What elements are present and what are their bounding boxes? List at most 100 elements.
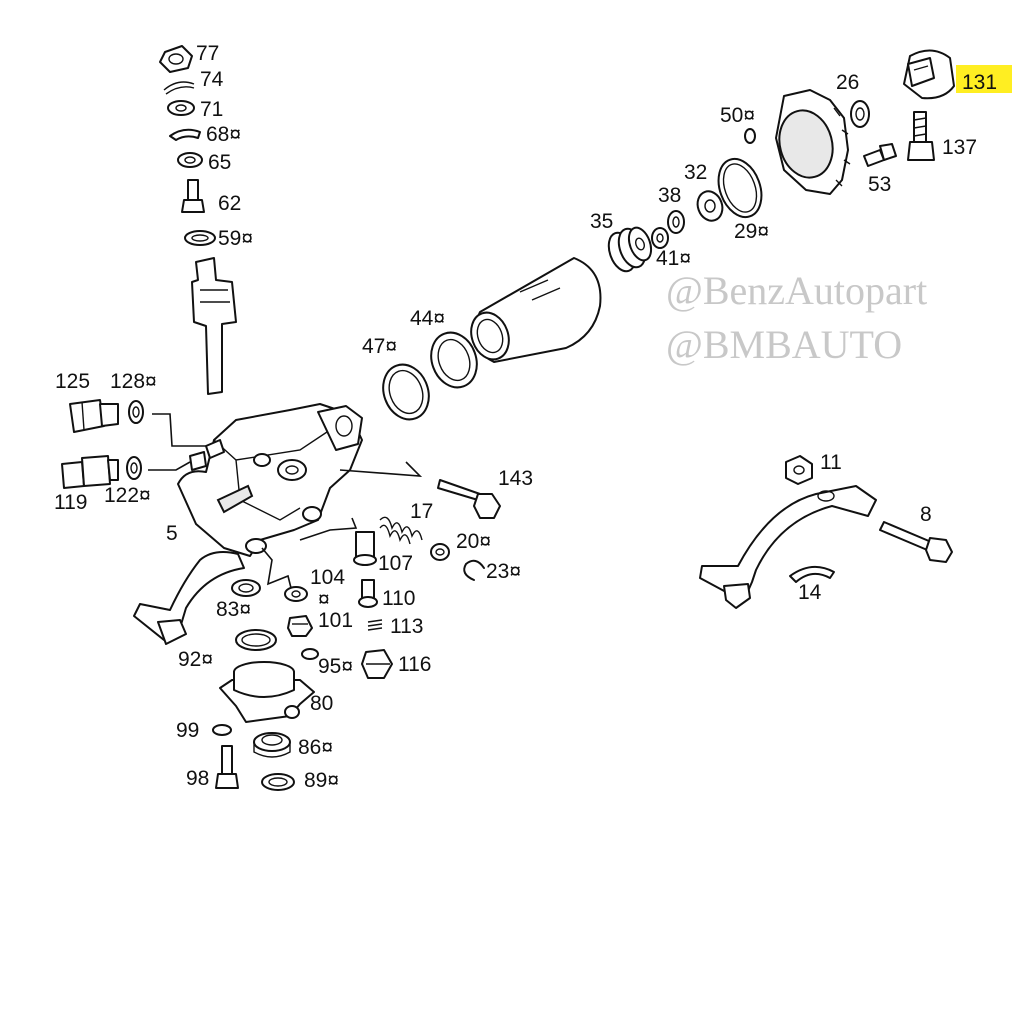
label-122: 122¤	[104, 484, 151, 507]
part-95-washer	[301, 648, 319, 660]
part-80-cover	[219, 661, 315, 723]
label-86: 86¤	[298, 736, 333, 759]
part-119-fitting	[61, 455, 119, 489]
part-128-washer	[128, 400, 144, 424]
label-116: 116	[398, 653, 431, 676]
label-32: 32	[684, 161, 707, 184]
label-17: 17	[410, 500, 433, 523]
label-92: 92¤	[178, 648, 213, 671]
watermark-line-2: @BMBAUTO	[666, 322, 902, 367]
part-53-screw	[863, 143, 897, 167]
label-44: 44¤	[410, 307, 445, 330]
label-71: 71	[200, 98, 223, 121]
part-14-clip	[789, 565, 835, 583]
label-113: 113	[390, 615, 423, 638]
part-38-washer	[667, 210, 685, 234]
label-62: 62	[218, 192, 241, 215]
part-110-screw	[358, 579, 378, 608]
part-44-seal-ring	[430, 331, 478, 389]
label-143: 143	[498, 467, 533, 490]
label-101: 101	[318, 609, 353, 632]
label-83: 83¤	[216, 598, 251, 621]
part-89-ring	[261, 773, 295, 791]
label-35: 35	[590, 210, 613, 233]
label-98: 98	[186, 767, 209, 790]
part-47-seal-ring	[382, 363, 430, 421]
part-137-bolt	[907, 111, 935, 161]
part-65-washer	[177, 152, 203, 168]
highlight-131	[956, 65, 1012, 93]
label-23: 23¤	[486, 560, 521, 583]
part-107-plunger	[353, 531, 377, 566]
label-5: 5	[166, 522, 178, 545]
part-23-circlip	[463, 559, 485, 581]
watermark: @BenzAutopart @BMBAUTO	[666, 268, 927, 367]
label-50: 50¤	[720, 104, 755, 127]
part-143-bolt	[437, 479, 501, 519]
part-71-washer	[167, 100, 195, 116]
housing-body	[177, 403, 363, 557]
part-26-washer	[850, 100, 870, 128]
label-104-mark: ¤	[318, 588, 330, 611]
label-95: 95¤	[318, 655, 353, 678]
part-41-washer	[651, 227, 669, 249]
label-65: 65	[208, 151, 231, 174]
label-119: 119	[54, 491, 87, 514]
part-86-seal	[253, 732, 291, 758]
part-74-ring	[163, 81, 195, 95]
part-cylinder-sleeve	[470, 257, 602, 363]
part-62-bolt	[181, 179, 205, 213]
label-110: 110	[382, 587, 415, 610]
part-98-bolt	[215, 745, 239, 789]
idler-arm	[699, 485, 877, 609]
part-125-fitting	[69, 399, 119, 433]
label-41: 41¤	[656, 247, 691, 270]
label-125: 125	[55, 370, 90, 393]
part-20-ring	[430, 543, 450, 561]
label-89: 89¤	[304, 769, 339, 792]
part-11-nut	[785, 455, 813, 485]
part-29-oring	[717, 157, 763, 219]
label-74: 74	[200, 68, 224, 91]
part-92-oring	[235, 629, 277, 651]
label-29: 29¤	[734, 220, 769, 243]
label-107: 107	[378, 552, 413, 575]
part-59-ring	[184, 230, 216, 246]
label-47: 47¤	[362, 335, 397, 358]
part-50-washer	[744, 128, 756, 144]
part-68-clip	[169, 128, 201, 141]
label-14: 14	[798, 581, 822, 604]
label-59: 59¤	[218, 227, 253, 250]
part-131-cap	[903, 49, 955, 100]
label-53: 53	[868, 173, 891, 196]
label-77: 77	[196, 42, 219, 65]
part-shaft	[191, 257, 237, 395]
watermark-line-1: @BenzAutopart	[666, 268, 927, 313]
part-83-washer	[231, 579, 261, 597]
label-128: 128¤	[110, 370, 157, 393]
part-77-nut	[159, 45, 193, 73]
label-80: 80	[310, 692, 333, 715]
part-99-washer	[212, 724, 232, 736]
label-26: 26	[836, 71, 859, 94]
label-38: 38	[658, 184, 681, 207]
label-20: 20¤	[456, 530, 491, 553]
part-122-washer	[126, 456, 142, 480]
label-104: 104	[310, 566, 345, 589]
part-101-plug	[287, 615, 313, 637]
part-17-spring	[379, 516, 423, 545]
part-35-piston	[607, 226, 653, 273]
label-68: 68¤	[206, 123, 241, 146]
part-32-washer	[696, 190, 724, 222]
part-113-spring	[367, 619, 383, 631]
label-131: 131	[962, 71, 997, 94]
label-11: 11	[820, 451, 842, 474]
label-8: 8	[920, 503, 932, 526]
pitman-arm	[133, 551, 245, 645]
callout-labels: 77 74 71 68¤ 65 62 59¤ 125 128¤ 119 122¤…	[54, 42, 997, 792]
part-104-washer	[284, 586, 308, 602]
leader-lines	[148, 413, 423, 593]
part-8-bolt	[879, 521, 953, 563]
